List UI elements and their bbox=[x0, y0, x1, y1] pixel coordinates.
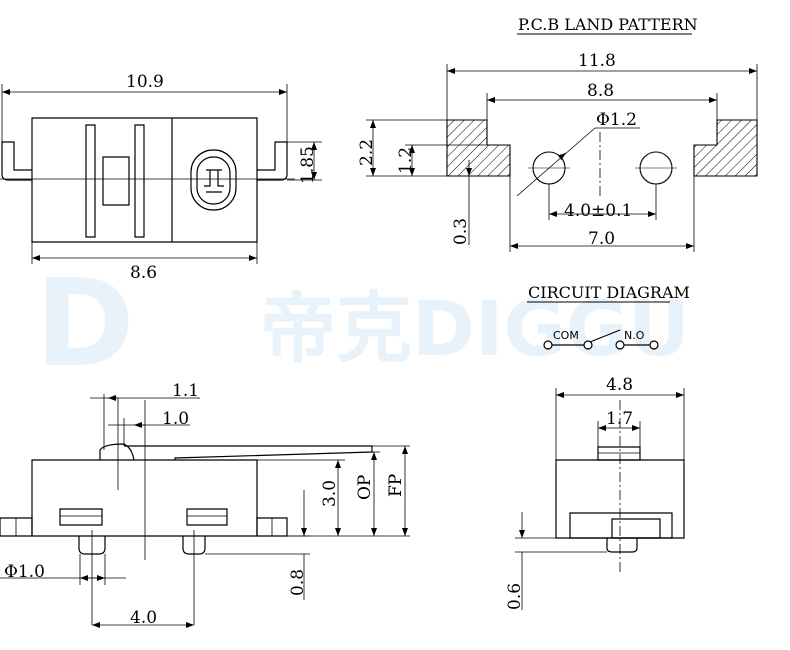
top-terminal-right bbox=[257, 142, 287, 180]
top-actuator bbox=[103, 157, 129, 205]
circuit-diagram bbox=[544, 330, 658, 349]
watermark-text: 帝克DIGGU bbox=[260, 284, 690, 373]
top-slot-left bbox=[86, 125, 95, 237]
top-view bbox=[0, 84, 322, 264]
end-base bbox=[570, 513, 672, 538]
circuit-terminal-com bbox=[544, 341, 552, 349]
dim-op: OP bbox=[355, 475, 375, 500]
top-slot-right bbox=[135, 125, 144, 237]
side-dimensions bbox=[0, 394, 410, 628]
dim-terminal-height: 1.85 bbox=[298, 146, 318, 184]
watermark: D 帝克DIGGU bbox=[35, 255, 690, 394]
dim-pcb-inner: 8.8 bbox=[587, 81, 614, 101]
end-view bbox=[556, 400, 684, 575]
dim-pcb-outer: 11.8 bbox=[578, 51, 616, 71]
circuit-terminal-no bbox=[650, 341, 658, 349]
side-view bbox=[0, 398, 372, 625]
dim-overall-width: 10.9 bbox=[126, 72, 164, 92]
dim-pad-height-inner: 1.2 bbox=[396, 147, 416, 174]
dim-body-width: 8.6 bbox=[130, 263, 157, 283]
top-contact-symbol bbox=[204, 170, 224, 192]
side-lever bbox=[124, 446, 372, 460]
end-base-inner bbox=[612, 519, 660, 538]
dim-end-actuator: 1.7 bbox=[606, 409, 633, 429]
dim-offset: 0.3 bbox=[451, 218, 471, 245]
dim-hole-pitch: 4.0±0.1 bbox=[564, 201, 632, 221]
dim-hole-dia: Φ1.2 bbox=[596, 110, 637, 130]
watermark-logo: D bbox=[35, 255, 135, 394]
end-actuator bbox=[598, 447, 640, 460]
dim-fp: FP bbox=[386, 474, 406, 497]
top-terminal-left bbox=[2, 142, 32, 180]
pcb-pad-left bbox=[447, 120, 510, 176]
circuit-terminal-no-contact bbox=[616, 341, 624, 349]
dim-pin-dia: Φ1.0 bbox=[4, 562, 45, 582]
side-window-left bbox=[60, 509, 102, 525]
circuit-switch-lever bbox=[590, 330, 620, 342]
dim-lever-b: 1.0 bbox=[162, 409, 189, 429]
end-pin bbox=[607, 538, 637, 552]
top-contact-outer bbox=[191, 150, 236, 210]
top-contact-inner bbox=[197, 157, 230, 204]
heading-pcb-land: P.C.B LAND PATTERN bbox=[518, 15, 698, 34]
dim-pin-pitch: 4.0 bbox=[130, 608, 157, 628]
pcb-pad-right bbox=[694, 120, 757, 176]
pcb-land-pattern bbox=[447, 120, 757, 196]
heading-circuit: CIRCUIT DIAGRAM bbox=[528, 283, 690, 302]
side-body-outline bbox=[32, 460, 257, 536]
dim-pad-height-outer: 2.2 bbox=[357, 139, 377, 166]
pcb-dimensions bbox=[366, 64, 757, 252]
dim-pad-span: 7.0 bbox=[588, 229, 615, 249]
label-no: N.O bbox=[624, 329, 645, 342]
dim-body-h: 3.0 bbox=[320, 480, 340, 507]
dim-end-width: 4.8 bbox=[606, 375, 633, 395]
dim-end-standoff: 0.6 bbox=[505, 583, 525, 610]
dim-lever-a: 1.1 bbox=[172, 381, 199, 401]
end-dimensions bbox=[515, 388, 684, 610]
dim-pin-len: 0.8 bbox=[288, 569, 308, 596]
label-com: COM bbox=[553, 329, 579, 342]
side-window-right bbox=[187, 509, 227, 525]
